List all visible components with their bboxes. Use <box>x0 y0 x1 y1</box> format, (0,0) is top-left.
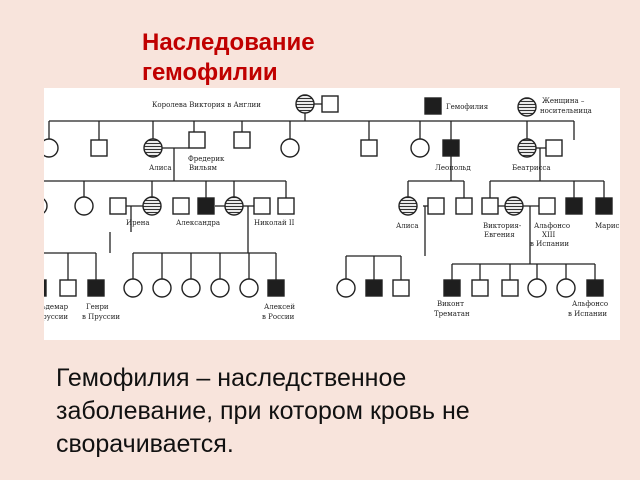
pedigree-chart: Королева Виктория в Англии Гемофилия Жен… <box>44 88 620 340</box>
gen4-female-8 <box>556 278 576 298</box>
gen4-female-3 <box>181 278 201 298</box>
alfonso-spain-affected <box>586 279 604 297</box>
gen2-female-1 <box>44 138 59 158</box>
gen3-male-affected-2 <box>565 197 583 215</box>
gen3-female-1 <box>44 198 48 214</box>
gen4-male-1 <box>59 279 77 297</box>
pedigree-lines <box>44 103 605 280</box>
label-alexandra: Александра <box>176 219 220 227</box>
label-alfonso-xiii-3: в Испании <box>530 240 569 248</box>
description-text: Гемофилия – наследственное заболевание, … <box>56 362 616 461</box>
gen2-male-3 <box>360 139 378 157</box>
gen4-male-3 <box>471 279 489 297</box>
label-maurice: Марис <box>595 222 619 230</box>
slide-title-line1: Наследование <box>142 29 315 56</box>
label-frederik-2: Вильям <box>189 164 217 172</box>
victoria-eugenia-husband-side <box>481 197 499 215</box>
maurice-affected <box>595 197 613 215</box>
label-heinrich-2: в Пруссии <box>82 313 120 321</box>
irena-carrier <box>142 196 162 216</box>
viscount-affected <box>443 279 461 297</box>
leopold-affected <box>442 139 460 157</box>
label-alfonso-spain-2: в Испании <box>568 310 607 318</box>
gen3-male-2 <box>277 197 295 215</box>
label-waldemar-2: в Пруссии <box>44 313 68 321</box>
gen2-female-2 <box>280 138 300 158</box>
label-frederik-1: Фредерик <box>188 155 225 163</box>
pedigree-individuals <box>44 94 613 298</box>
gen3-male-affected-1 <box>197 197 215 215</box>
gen4-female-5 <box>239 278 259 298</box>
gen4-female-2 <box>152 278 172 298</box>
slide-title: Наследование гемофилии <box>142 28 442 88</box>
waldemar-affected <box>44 279 47 297</box>
gen3-male-3 <box>455 197 473 215</box>
label-beatrice: Беатрисса <box>512 164 551 172</box>
gen3-male-1 <box>172 197 190 215</box>
albert-male-symbol <box>321 95 339 113</box>
label-irena: Ирена <box>126 219 150 227</box>
label-nikolai: Николай II <box>254 219 295 227</box>
label-alfonso-xiii-2: XIII <box>542 231 556 239</box>
pedigree-labels: Королева Виктория в Англии Гемофилия Жен… <box>44 97 619 321</box>
label-alfonso-spain-1: Альфонсо <box>572 300 608 308</box>
gen4-female-1 <box>123 278 143 298</box>
label-victoria-eugenia-2: Евгения <box>484 231 515 239</box>
gen2-male-1 <box>90 139 108 157</box>
nikolai-male <box>253 197 271 215</box>
gen3-female-2 <box>74 196 94 216</box>
label-alisa-gen3: Алиса <box>396 222 419 230</box>
gen4-male-affected-1 <box>365 279 383 297</box>
description-line2: заболевание, при котором кровь не <box>56 397 470 425</box>
label-alexei-1: Алексей <box>264 303 295 311</box>
gen4-female-7 <box>527 278 547 298</box>
label-viscount-1: Виконт <box>437 300 464 308</box>
gen4-female-6 <box>336 278 356 298</box>
alfonso-xiii-male <box>538 197 556 215</box>
description-line3: сворачивается. <box>56 430 234 458</box>
frederik-male <box>188 131 206 149</box>
alisa-gen3-husband <box>427 197 445 215</box>
legend-carrier-symbol <box>517 97 537 117</box>
gen4-male-2 <box>392 279 410 297</box>
legend-hemophilia-symbol <box>424 97 442 115</box>
alexandra-carrier <box>224 196 244 216</box>
slide-title-line2: гемофилии <box>142 59 278 86</box>
label-legend-carrier-2: носительница <box>540 107 592 115</box>
gen4-female-4 <box>210 278 230 298</box>
label-victoria-eugenia-1: Виктория- <box>483 222 522 230</box>
label-alfonso-xiii-1: Альфонсо <box>534 222 570 230</box>
label-legend-carrier-1: Женщина – <box>542 97 585 105</box>
label-waldemar-1: Вольдемар <box>44 303 69 311</box>
label-alisa-gen2: Алиса <box>149 164 172 172</box>
beatrice-husband <box>545 139 563 157</box>
heinrich-affected <box>87 279 105 297</box>
queen-victoria-carrier-symbol <box>295 94 315 114</box>
label-heinrich-1: Генри <box>86 303 109 311</box>
label-leopold: Леопольд <box>435 164 471 172</box>
irena-husband <box>109 197 127 215</box>
label-legend-hemophilia: Гемофилия <box>446 103 489 111</box>
pedigree-svg: Королева Виктория в Англии Гемофилия Жен… <box>44 94 619 321</box>
alisa-gen3-carrier <box>398 196 418 216</box>
gen2-male-2 <box>233 131 251 149</box>
beatrice-carrier <box>517 138 537 158</box>
description-line1: Гемофилия – наследственное <box>56 364 407 392</box>
gen4-male-4 <box>501 279 519 297</box>
label-viscount-2: Трематан <box>434 310 470 318</box>
victoria-eugenia-carrier <box>504 196 524 216</box>
gen2-female-3 <box>410 138 430 158</box>
label-queen-victoria: Королева Виктория в Англии <box>152 101 261 109</box>
label-alexei-2: в России <box>262 313 295 321</box>
alisa-gen2-carrier <box>143 138 163 158</box>
alexei-affected <box>267 279 285 297</box>
